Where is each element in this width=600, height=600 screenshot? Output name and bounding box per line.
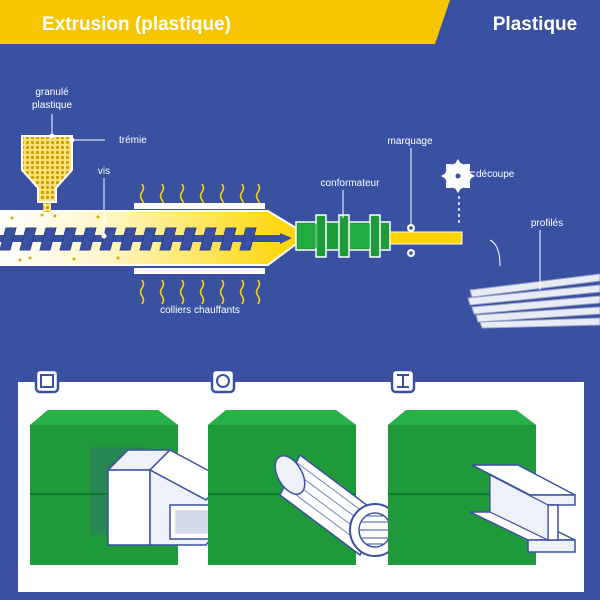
label-decoupe: découpe bbox=[476, 169, 515, 180]
die-i-beam bbox=[388, 410, 576, 565]
heater-coils-bottom bbox=[139, 279, 261, 305]
label-marquage: marquage bbox=[387, 136, 432, 147]
label-conformateur: conformateur bbox=[321, 178, 381, 189]
circle-icon bbox=[210, 368, 236, 394]
extrusion-process: granulé plastique trémie vis conformateu… bbox=[0, 87, 600, 329]
label-granule-2: plastique bbox=[32, 100, 72, 111]
hopper-tremie bbox=[21, 135, 73, 212]
square-icon bbox=[34, 368, 60, 394]
label-colliers: colliers chauffants bbox=[160, 305, 240, 316]
leader-lines bbox=[49, 114, 541, 290]
profiles-panel bbox=[18, 368, 584, 592]
profiles-stack bbox=[467, 273, 600, 329]
i-beam-icon bbox=[390, 368, 416, 394]
label-granule-1: granulé bbox=[35, 87, 69, 98]
category-title: Plastique bbox=[493, 14, 577, 35]
die-conformateur bbox=[295, 214, 391, 258]
screw-vis bbox=[0, 227, 292, 251]
label-profiles: profilés bbox=[531, 218, 563, 229]
die-square-tube bbox=[30, 410, 228, 565]
page-title: Extrusion (plastique) bbox=[42, 14, 231, 35]
die-round-tube bbox=[208, 410, 401, 565]
header-banner: Extrusion (plastique) Plastique bbox=[0, 0, 577, 44]
extruded-profile bbox=[389, 231, 463, 245]
label-tremie: trémie bbox=[119, 135, 147, 146]
saw-blade-icon bbox=[441, 159, 475, 193]
label-vis: vis bbox=[98, 166, 110, 177]
heating-collar-top bbox=[134, 203, 265, 209]
heating-collar-bottom bbox=[134, 268, 265, 274]
marking-rollers bbox=[407, 224, 415, 257]
